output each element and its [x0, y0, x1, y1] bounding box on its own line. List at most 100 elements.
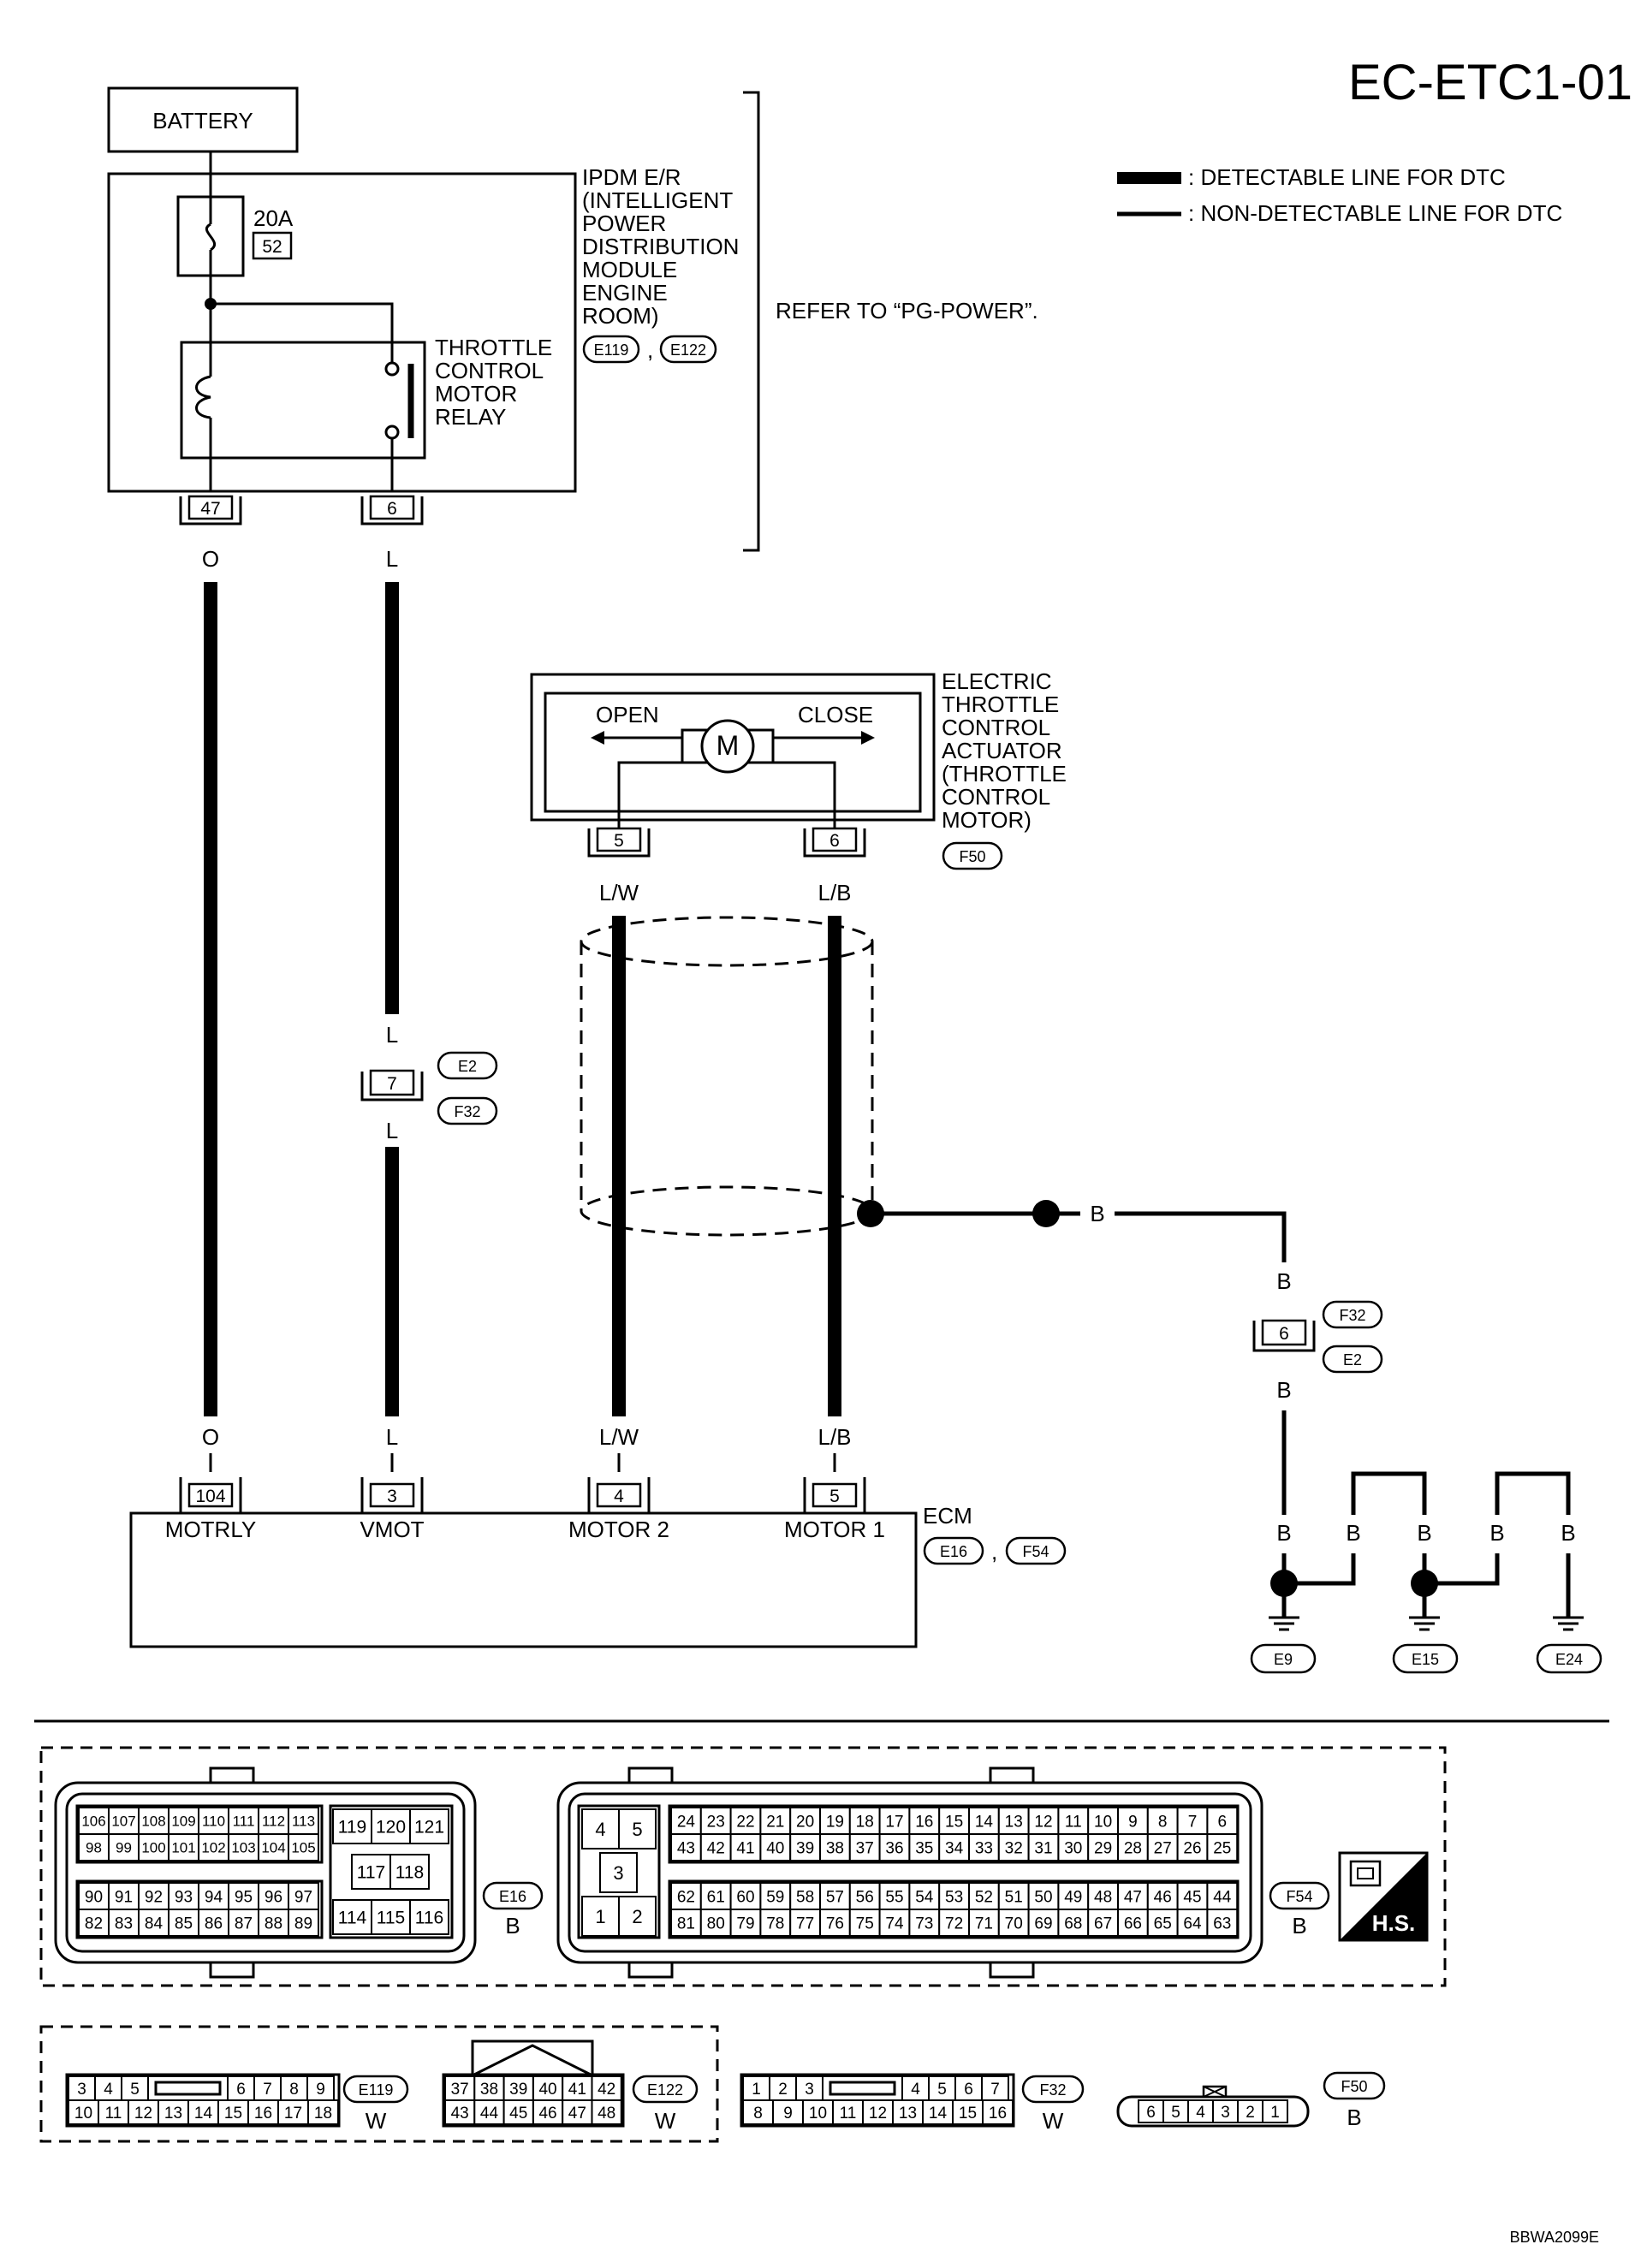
svg-text:F50: F50: [959, 848, 985, 865]
connector-badge-e16: [923, 1536, 984, 1565]
pin-number: 52: [975, 1888, 993, 1906]
ecm-terminal-vmot: VMOT: [360, 1517, 424, 1542]
pin-cell: [822, 2075, 903, 2101]
svg-text:IPDM E/R: IPDM E/R: [582, 164, 681, 190]
pin-number: 6: [964, 2081, 973, 2099]
connector-group-ipdm: [39, 2025, 719, 2143]
pin-number: 93: [175, 1888, 193, 1906]
page-title: EC-ETC1-01: [1348, 55, 1632, 110]
svg-text:47: 47: [200, 499, 220, 519]
ecm-box: [129, 1511, 918, 1648]
pin-cell: [938, 1882, 970, 1910]
pin-cell: [78, 1909, 110, 1937]
pin-number: 73: [915, 1915, 933, 1933]
svg-text:B: B: [1292, 1913, 1306, 1938]
pin-number: 30: [1064, 1839, 1082, 1857]
svg-text:F54: F54: [1022, 1543, 1049, 1560]
pin-cell: [922, 2099, 954, 2125]
pin-cell: [908, 1882, 941, 1910]
ipdm-label: IPDM E/R (INTELLIGENT POWER DISTRIBUTION…: [582, 164, 739, 329]
pin-cell: [759, 1882, 792, 1910]
pin-number: 66: [1124, 1915, 1142, 1933]
pin-number: 37: [856, 1839, 874, 1857]
pin-cell: [819, 1807, 851, 1835]
pin-number: 6: [1218, 1813, 1228, 1831]
connector-label-e16: [482, 1881, 544, 1910]
pin-cell: [1212, 2099, 1239, 2123]
pin-cell: [819, 1833, 851, 1861]
pin-number: 16: [989, 2105, 1007, 2123]
svg-text:F50: F50: [1341, 2078, 1367, 2095]
pin-number: 83: [115, 1915, 133, 1933]
pin-cell: [1027, 1807, 1060, 1835]
connector-badge-f32: [437, 1096, 498, 1125]
svg-text:,: ,: [647, 337, 653, 363]
pin-cell: [288, 1833, 319, 1861]
pin-number: 4: [104, 2081, 113, 2099]
pin-cell: [332, 1808, 372, 1844]
svg-text:,: ,: [991, 1539, 997, 1564]
connector-label-f32: [1021, 2075, 1085, 2104]
pin-number: 10: [809, 2105, 827, 2123]
svg-text:L: L: [386, 1118, 398, 1143]
pin-cell: [878, 1833, 911, 1861]
pin-number: 63: [1213, 1915, 1231, 1933]
pin-number: 13: [899, 2105, 917, 2123]
pin-number: 32: [1005, 1839, 1023, 1857]
pin-number: 9: [316, 2081, 325, 2099]
pin-number: 72: [945, 1915, 963, 1933]
pin-number: 12: [1034, 1813, 1052, 1831]
pin-cell: [1057, 1807, 1090, 1835]
pin-number: 119: [338, 1818, 366, 1838]
pin-number: 10: [74, 2105, 92, 2123]
pin-cell: [1057, 1882, 1090, 1910]
pin-number: 11: [105, 2105, 122, 2123]
pin-number: 3: [805, 2081, 814, 2099]
pin-number: 1: [595, 1906, 605, 1927]
pin-number: 46: [1154, 1888, 1172, 1906]
pin-number: 3: [1221, 2104, 1230, 2122]
pin-number: 58: [796, 1888, 814, 1906]
svg-text:B: B: [1276, 1268, 1291, 1294]
pin-number: 9: [783, 2105, 793, 2123]
svg-text:E15: E15: [1412, 1651, 1439, 1668]
pin-cell: [473, 2075, 505, 2101]
pin-number: 3: [77, 2081, 86, 2099]
pin-number: 31: [1034, 1839, 1052, 1857]
pin-cell: [1087, 1909, 1119, 1937]
ecm-title: ECM: [923, 1503, 972, 1529]
pin-cell: [502, 2099, 534, 2125]
pin-cell: [1117, 1909, 1149, 1937]
svg-text:ROOM): ROOM): [582, 303, 659, 329]
pin-cell: [618, 1808, 657, 1849]
connector-label-e119: [342, 2075, 409, 2104]
pin-cell: [892, 2099, 924, 2125]
pin-number: 87: [235, 1915, 253, 1933]
motor-icon: [700, 719, 755, 774]
pin-cell: [591, 2075, 622, 2101]
pin-cell: [147, 2075, 229, 2101]
pin-number: 102: [201, 1840, 225, 1856]
svg-text:L/W: L/W: [599, 1424, 639, 1450]
pin-cell: [1146, 1833, 1179, 1861]
svg-text:W: W: [366, 2108, 387, 2134]
pin-number: 108: [141, 1814, 165, 1830]
pin-cell: [997, 1807, 1030, 1835]
svg-text:E119: E119: [359, 2081, 394, 2099]
pin-number: 120: [376, 1818, 406, 1838]
junction-connector-6: 6: [1252, 1319, 1316, 1352]
pin-cell: [409, 1808, 449, 1844]
pin-number: 110: [202, 1814, 225, 1830]
pin-number: 56: [856, 1888, 874, 1906]
pin-number: 53: [945, 1888, 963, 1906]
pin-cell: [108, 1882, 140, 1910]
pin-number: 88: [265, 1915, 282, 1933]
ground-badge-e15: [1392, 1643, 1459, 1674]
pin-number: 43: [451, 2105, 469, 2123]
pin-number: 2: [778, 2081, 788, 2099]
connector-group-ecm: [39, 1746, 1447, 1987]
power-bracket: [743, 91, 760, 552]
svg-text:ACTUATOR: ACTUATOR: [942, 738, 1062, 763]
